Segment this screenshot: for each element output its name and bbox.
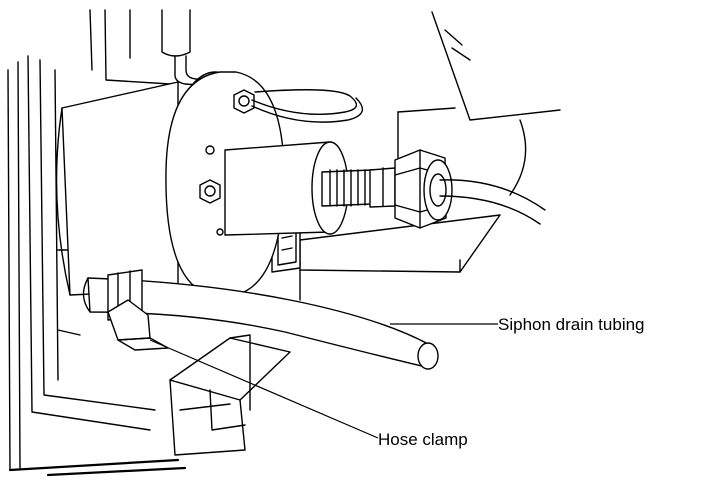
fitting-nut bbox=[394, 149, 453, 229]
outlet-tube bbox=[439, 179, 546, 225]
hex-bolt-bottom bbox=[199, 179, 221, 204]
hex-bolt-top bbox=[233, 89, 255, 114]
label-hose-clamp: Hose clamp bbox=[378, 430, 468, 449]
hose-clamp-part bbox=[107, 269, 169, 351]
siphon-drain-tube bbox=[82, 277, 439, 370]
top-fitting bbox=[161, 9, 241, 89]
leader-line-clamp bbox=[149, 339, 379, 439]
instrument-housing bbox=[7, 9, 187, 477]
wire-loop bbox=[251, 89, 364, 123]
mount-base bbox=[169, 334, 291, 456]
label-siphon-drain-tubing: Siphon drain tubing bbox=[498, 315, 645, 334]
rear-cylinder bbox=[55, 81, 179, 296]
threaded-nipple bbox=[321, 167, 396, 208]
